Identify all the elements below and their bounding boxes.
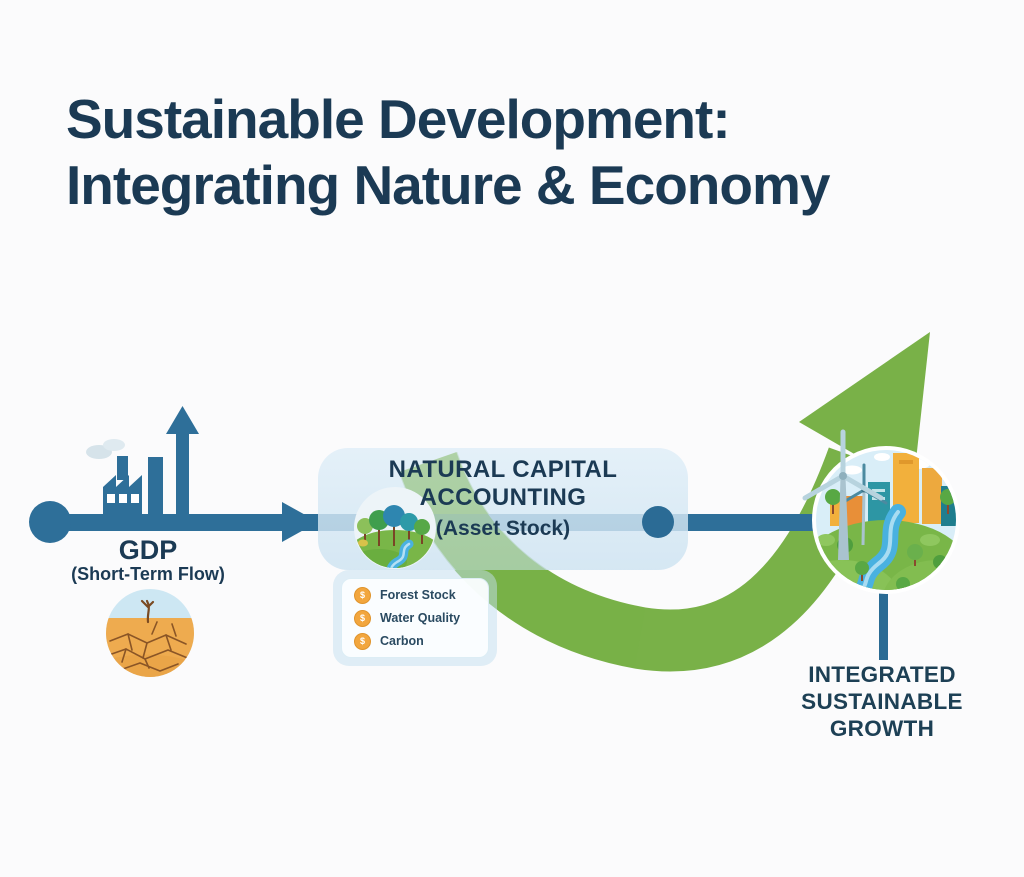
asset-stock-sublabel: (Asset Stock)	[435, 517, 571, 540]
natural-capital-heading: NATURAL CAPITAL ACCOUNTING (Asset Stock)	[318, 456, 688, 541]
valuation-legend: $ Forest Stock $ Water Quality $ Carbon	[333, 570, 497, 666]
legend-item: $ Water Quality	[354, 609, 488, 627]
dollar-coin-icon: $	[354, 609, 371, 627]
title-line-1: Sustainable Development:	[66, 88, 731, 150]
gdp-label-group: GDP (Short-Term Flow)	[48, 536, 248, 584]
legend-item-label: Water Quality	[380, 611, 461, 625]
wind-turbine-icon	[802, 429, 888, 560]
legend-item-label: Carbon	[380, 634, 424, 648]
gdp-label: GDP	[118, 535, 178, 565]
gdp-sublabel: (Short-Term Flow)	[71, 564, 225, 584]
legend-item-label: Forest Stock	[380, 588, 456, 602]
arrowhead	[799, 332, 930, 488]
title-line-2: Integrating Nature & Economy	[66, 154, 830, 216]
outcome-line-3: GROWTH	[829, 716, 935, 741]
river	[844, 504, 906, 590]
legend-item: $ Carbon	[354, 632, 488, 650]
sustainable-city-icon	[802, 429, 960, 594]
outcome-line-2: SUSTAINABLE	[801, 689, 963, 714]
connector-line	[879, 584, 888, 660]
dollar-coin-icon: $	[354, 632, 371, 650]
page-title: Sustainable Development: Integrating Nat…	[66, 86, 966, 218]
factory-icon	[86, 439, 142, 514]
crack-lines	[106, 621, 191, 672]
natural-capital-title-line-2: ACCOUNTING	[419, 484, 587, 511]
natural-capital-title-line-1: NATURAL CAPITAL	[388, 456, 618, 483]
city-trees	[817, 489, 956, 590]
outcome-line-1: INTEGRATED	[808, 662, 956, 687]
timeline-arrowhead	[282, 502, 318, 542]
dollar-coin-icon: $	[354, 586, 371, 604]
cracked-earth-icon	[106, 589, 194, 677]
legend-item: $ Forest Stock	[354, 586, 488, 604]
valuation-legend-box: $ Forest Stock $ Water Quality $ Carbon	[341, 578, 489, 658]
integrated-growth-label: INTEGRATED SUSTAINABLE GROWTH	[772, 661, 992, 742]
city-buildings	[830, 453, 956, 526]
dead-twig-icon	[140, 599, 155, 624]
growth-bars-icon	[148, 406, 199, 514]
